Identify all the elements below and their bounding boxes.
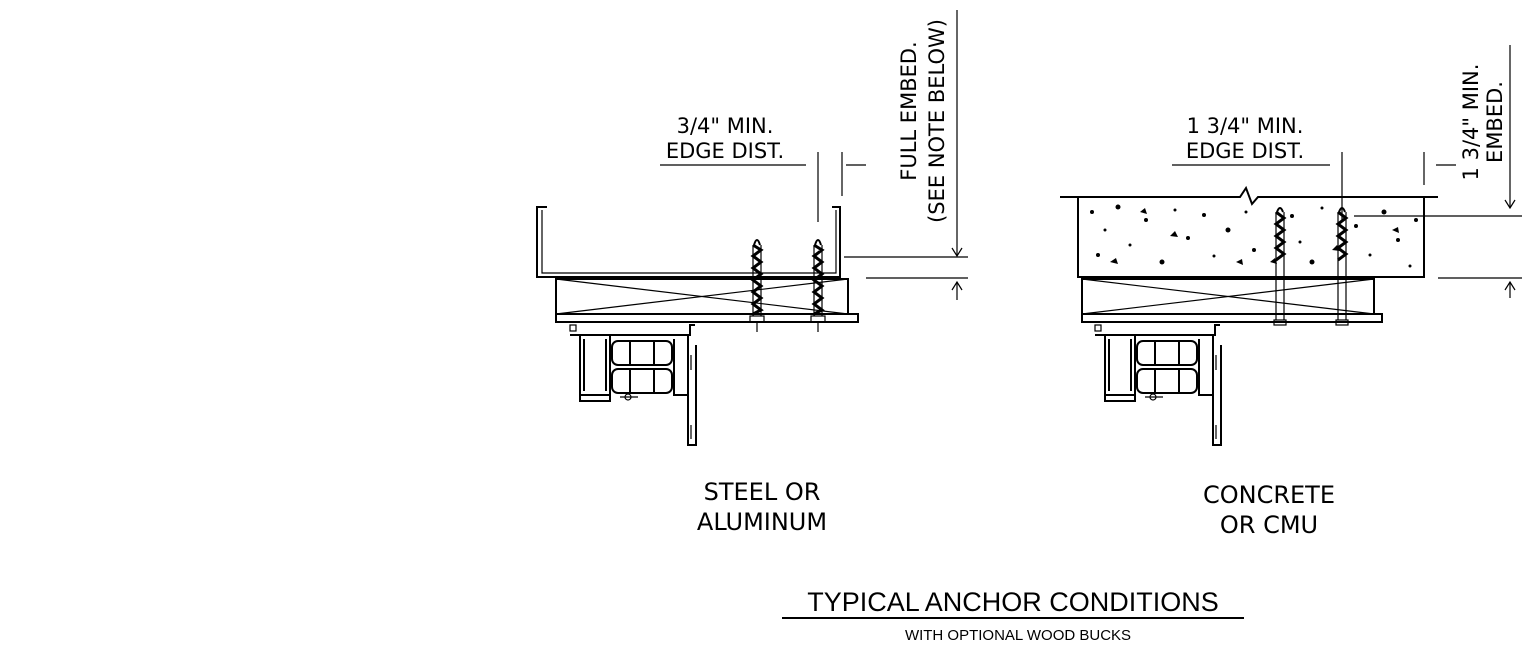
steel-embed-label-1: FULL EMBED. [897,41,921,180]
concrete-anchor [1272,206,1288,327]
steel-caption-line-1: STEEL OR [704,478,821,506]
concrete-caption-line-1: CONCRETE [1203,481,1335,509]
anchor-screw [748,238,766,334]
concrete-anchor [1334,206,1350,327]
steel-channel [536,206,841,278]
steel-caption-line-2: ALUMINUM [697,508,827,536]
steel-edge-dist-label-1: 3/4" MIN. [677,114,774,138]
wood-buck [1081,278,1383,323]
concrete-slab [1060,185,1438,278]
window-frame-profile [569,324,697,446]
anchor-screw [809,238,827,334]
wood-buck [555,278,859,323]
concrete-caption-line-2: OR CMU [1220,511,1318,539]
steel-edge-dist-label-2: EDGE DIST. [666,139,784,163]
steel-embed-label-2: (SEE NOTE BELOW) [925,19,949,223]
title-block: TYPICAL ANCHOR CONDITIONS WITH OPTIONAL … [782,587,1244,644]
window-frame-profile [1094,324,1222,446]
concrete-embed-label-2: EMBED. [1483,81,1507,163]
concrete-detail: 1 3/4" MIN. EDGE DIST. 1 3/4" MIN. EMBED… [1060,45,1522,539]
concrete-edge-dist-label-1: 1 3/4" MIN. [1187,114,1304,138]
concrete-edge-dist-label-2: EDGE DIST. [1186,139,1304,163]
concrete-embed-label-1: 1 3/4" MIN. [1459,64,1483,181]
steel-detail: 3/4" MIN. EDGE DIST. FULL EMBED. (SEE NO… [536,10,968,536]
drawing-title: TYPICAL ANCHOR CONDITIONS [807,587,1219,617]
drawing-subtitle: WITH OPTIONAL WOOD BUCKS [905,627,1131,644]
